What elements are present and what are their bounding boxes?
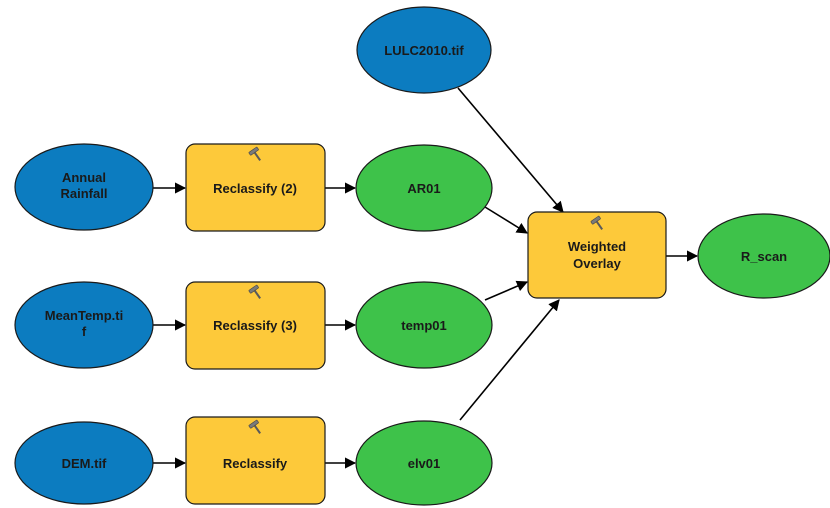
input-node-lulc[interactable]: LULC2010.tif [356,6,492,94]
tool-node-reclassify3[interactable]: Reclassify (3) [185,281,326,370]
output-label-elv01: elv01 [408,456,441,471]
input-node-dem[interactable]: DEM.tif [14,421,154,505]
connector-elv01-to-overlay [459,299,560,421]
tool-node-reclassify[interactable]: Reclassify [185,416,326,505]
tool-node-weighted-overlay[interactable]: Weighted Overlay [527,211,667,299]
connector-temp01-to-overlay [484,280,529,301]
output-node-temp01[interactable]: temp01 [355,281,493,369]
tool-label-reclassify: Reclassify [223,456,288,471]
input-label-rainfall: Rainfall [61,186,108,201]
connectors [153,87,699,469]
output-label-temp01: temp01 [401,318,447,333]
output-node-r-scan[interactable]: R_scan [697,213,830,299]
connector-ar01-to-overlay [484,206,528,234]
tool-label-reclassify3: Reclassify (3) [213,318,297,333]
tool-label-weighted: Weighted [568,239,626,254]
output-label-r-scan: R_scan [741,249,787,264]
tool-node-reclassify2[interactable]: Reclassify (2) [185,143,326,232]
input-label-dem: DEM.tif [62,456,107,471]
input-label-annual: Annual [62,170,106,185]
output-label-ar01: AR01 [407,181,440,196]
output-node-elv01[interactable]: elv01 [355,420,493,506]
input-label-lulc: LULC2010.tif [384,43,464,58]
input-node-meantemp[interactable]: MeanTemp.ti f [14,281,154,369]
output-node-ar01[interactable]: AR01 [355,144,493,232]
tool-label-overlay: Overlay [573,256,621,271]
input-node-annual-rainfall[interactable]: Annual Rainfall [14,143,154,231]
connector-lulc-to-overlay [457,87,564,213]
input-label-meantemp-line1: MeanTemp.ti [45,308,124,323]
input-label-meantemp-line2: f [82,324,87,339]
tool-label-reclassify2: Reclassify (2) [213,181,297,196]
